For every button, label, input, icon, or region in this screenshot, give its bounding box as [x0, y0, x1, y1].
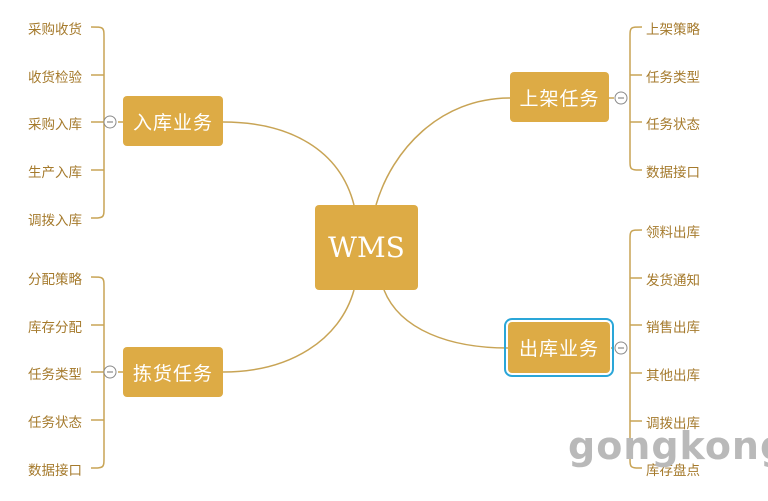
- leaf-outbound-4[interactable]: 其他出库: [646, 368, 700, 384]
- leaf-inbound-1[interactable]: 采购收货: [28, 22, 82, 38]
- topic-outbound[interactable]: 出库业务: [504, 318, 614, 377]
- leaf-inbound-5[interactable]: 调拨入库: [28, 213, 82, 229]
- leaf-inbound-2[interactable]: 收货检验: [28, 70, 82, 86]
- root-node-label: WMS: [328, 231, 405, 264]
- connector-root-picking: [222, 289, 355, 373]
- leaf-outbound-6[interactable]: 库存盘点: [646, 463, 700, 479]
- collapse-putaway-icon[interactable]: [614, 91, 628, 105]
- topic-picking-label: 拣货任务: [132, 362, 213, 385]
- collapse-outbound-icon[interactable]: [614, 341, 628, 355]
- leaf-putaway-4[interactable]: 数据接口: [646, 165, 700, 181]
- topic-putaway[interactable]: 上架任务: [510, 72, 609, 122]
- connector-root-inbound: [222, 121, 355, 206]
- topic-inbound[interactable]: 入库业务: [123, 96, 223, 146]
- leaf-outbound-1[interactable]: 领料出库: [646, 225, 700, 241]
- leaf-picking-2[interactable]: 库存分配: [28, 320, 82, 336]
- topic-putaway-label: 上架任务: [519, 87, 600, 110]
- topic-inbound-label: 入库业务: [132, 111, 213, 134]
- leaf-inbound-4[interactable]: 生产入库: [28, 165, 82, 181]
- leaf-picking-4[interactable]: 任务状态: [28, 415, 82, 431]
- topic-picking[interactable]: 拣货任务: [123, 347, 223, 397]
- topic-outbound-label: 出库业务: [518, 338, 599, 360]
- leaf-outbound-3[interactable]: 销售出库: [646, 320, 700, 336]
- collapse-inbound-icon[interactable]: [103, 115, 117, 129]
- leaf-putaway-2[interactable]: 任务类型: [646, 70, 700, 86]
- root-node[interactable]: WMS: [315, 205, 418, 290]
- leaf-picking-1[interactable]: 分配策略: [28, 272, 82, 288]
- leaf-outbound-5[interactable]: 调拨出库: [646, 416, 700, 432]
- connector-root-putaway: [375, 97, 511, 206]
- leaf-inbound-3[interactable]: 采购入库: [28, 117, 82, 133]
- watermark-logo: gongkong: [568, 424, 768, 468]
- leaf-putaway-1[interactable]: 上架策略: [646, 22, 700, 38]
- leaf-outbound-2[interactable]: 发货通知: [646, 273, 700, 289]
- leaf-putaway-3[interactable]: 任务状态: [646, 117, 700, 133]
- connector-root-outbound: [383, 289, 509, 349]
- leaf-picking-5[interactable]: 数据接口: [28, 463, 82, 479]
- collapse-picking-icon[interactable]: [103, 365, 117, 379]
- leaf-picking-3[interactable]: 任务类型: [28, 367, 82, 383]
